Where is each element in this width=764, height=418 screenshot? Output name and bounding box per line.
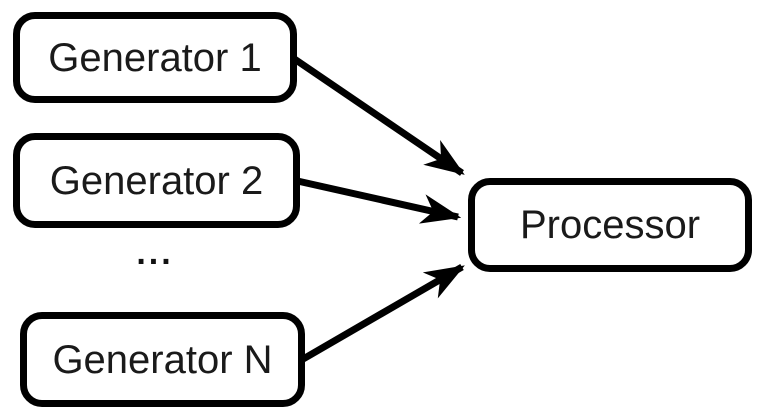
node-processor-label: Processor [519,203,701,247]
node-processor: Processor [468,178,752,272]
node-generator-1-label: Generator 1 [48,35,262,80]
node-generator-2-label: Generator 2 [49,158,264,203]
arrow-generatorN-to-processor [296,263,465,366]
node-generator-2: Generator 2 [13,133,300,228]
node-generator-1: Generator 1 [13,12,297,103]
node-generator-n: Generator N [20,312,305,407]
arrow-generator1-to-processor [291,55,465,176]
more-generators-ellipsis: ... [136,234,174,272]
arrow-generator2-to-processor [292,176,462,224]
node-generator-n-label: Generator N [52,337,273,382]
